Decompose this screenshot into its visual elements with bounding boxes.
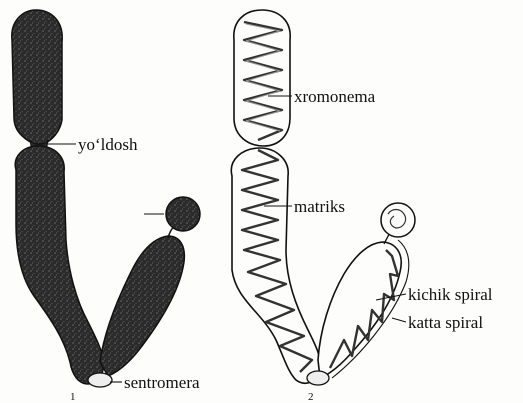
chromosome-1-centromere — [88, 373, 112, 387]
chromosome-2-centromere — [307, 371, 329, 385]
label-satellite: yoʻldosh — [78, 136, 138, 153]
chromosome-1-long-arm — [15, 146, 104, 384]
chromosome-2-long-arm — [231, 148, 320, 383]
chromosome-1 — [12, 10, 200, 387]
chromosome-2-satellite — [381, 203, 415, 237]
chromosome-1-upper-arm — [12, 10, 62, 144]
label-centromere: sentromera — [124, 374, 200, 391]
panel-number-2: 2 — [308, 392, 314, 403]
label-chromonema: xromonema — [294, 88, 375, 105]
chromosome-1-short-arm — [100, 236, 184, 376]
panel-number-1: 1 — [70, 392, 76, 403]
label-matrix: matriks — [294, 198, 345, 215]
label-large-spiral: katta spiral — [408, 314, 483, 331]
chromosome-2-short-arm — [318, 242, 401, 378]
leader-large-spiral — [392, 318, 406, 322]
label-small-spiral: kichik spiral — [408, 286, 493, 303]
chromosome-1-satellite — [166, 197, 200, 231]
